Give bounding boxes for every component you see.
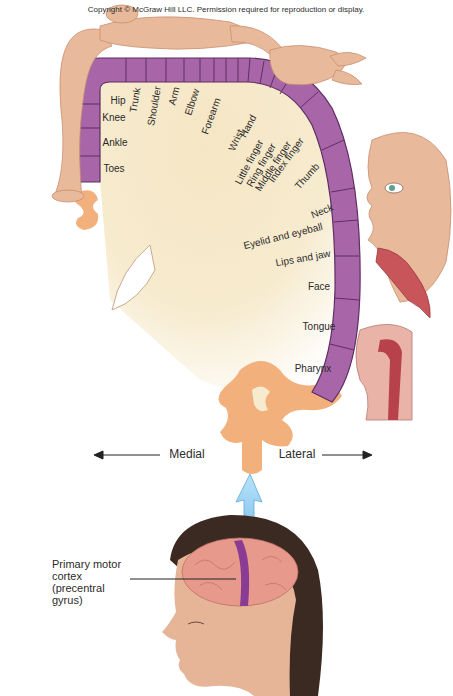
direction-arrows	[94, 451, 372, 459]
part-label: Pharynx	[295, 363, 332, 374]
pharynx-figure	[356, 324, 412, 420]
brain	[182, 538, 298, 606]
cortex-section	[100, 82, 335, 405]
tongue	[376, 248, 430, 318]
ventricle-outline	[112, 245, 155, 310]
iris	[389, 185, 395, 191]
part-label: Medial	[169, 448, 204, 461]
copyright-note: Copyright © McGraw Hill LLC. Permission …	[88, 6, 365, 15]
part-label: Knee	[102, 112, 125, 123]
part-label: Face	[308, 281, 330, 292]
part-label: Ankle	[102, 137, 127, 148]
callout-label: Primary motor cortex (precentral gyrus)	[52, 558, 132, 606]
eyebrow	[188, 622, 204, 624]
pharynx-passage	[378, 339, 402, 420]
part-label: Lateral	[279, 448, 316, 461]
motor-cortex-band	[76, 58, 360, 402]
part-label: Toes	[103, 163, 124, 174]
part-label: Tongue	[303, 321, 336, 332]
band-dividers	[76, 58, 359, 350]
part-label: Hip	[110, 95, 125, 106]
sulcus	[252, 386, 270, 411]
leader-line	[130, 579, 236, 580]
eye	[385, 183, 403, 193]
motor-strip	[234, 540, 249, 606]
